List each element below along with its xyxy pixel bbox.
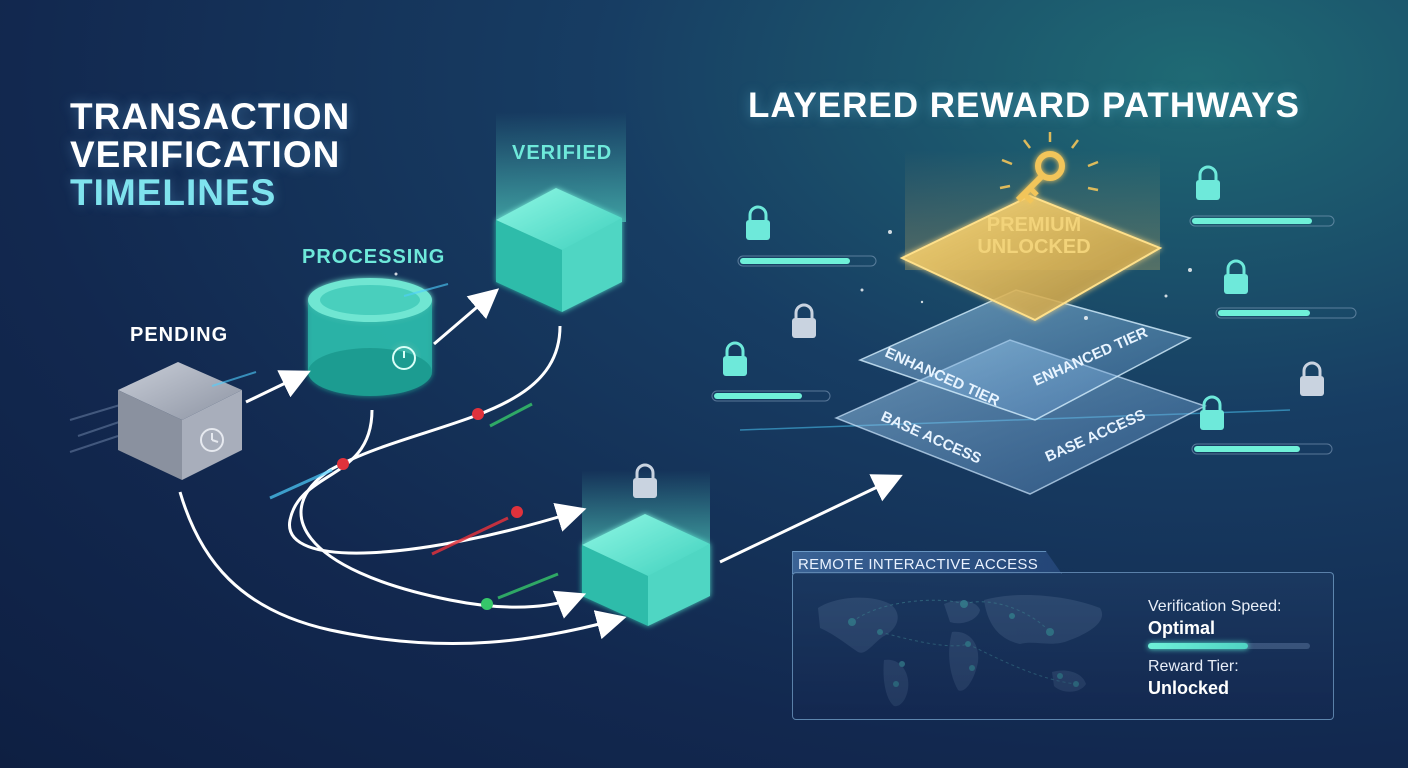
alert-icon [511, 506, 523, 518]
progress-fill [714, 393, 802, 399]
speed-bar-fill [1148, 643, 1249, 649]
speed-bar [1148, 643, 1310, 649]
title-line-1: TRANSACTION [70, 96, 351, 137]
sparkles [394, 230, 1192, 320]
processing-cylinder [308, 278, 432, 396]
progress-fill [1218, 310, 1310, 316]
progress-track [737, 255, 877, 267]
progress-track [1189, 215, 1335, 227]
lock-icon [792, 303, 816, 338]
progress-fill [1194, 446, 1300, 452]
processing-label: PROCESSING [302, 246, 446, 268]
progress-fill [1192, 218, 1312, 224]
lock-icon [1200, 395, 1224, 430]
speed-value: Optimal [1148, 618, 1216, 638]
alert-icon [481, 598, 493, 610]
speed-label: Verification Speed: [1148, 598, 1282, 615]
key-icon [1015, 151, 1065, 204]
reward-title: LAYERED REWARD PATHWAYS [748, 86, 1300, 125]
speed-streaks [69, 404, 126, 453]
title-line-3: TIMELINES [70, 172, 277, 213]
clock-icon [200, 428, 224, 452]
title-line-2: VERIFICATION [70, 134, 341, 175]
lock-icon [746, 205, 770, 240]
reward-tier-value: Unlocked [1148, 678, 1230, 698]
lock-icon [1300, 361, 1324, 396]
pending-label: PENDING [130, 324, 229, 346]
premium-layer [899, 194, 1163, 322]
remote-access-panel [792, 572, 1334, 720]
lock-icon [723, 341, 747, 376]
panel-title: REMOTE INTERACTIVE ACCESS [798, 556, 1039, 573]
alert-icon [337, 458, 349, 470]
key-rays [999, 132, 1099, 192]
enhanced-tier-layer [857, 289, 1193, 421]
progress-track [711, 390, 831, 402]
gateway-cube [582, 514, 710, 626]
reward-tier-label: Reward Tier: [1148, 658, 1239, 675]
verified-cube [496, 188, 622, 312]
pending-cube [118, 362, 242, 480]
alert-icon [472, 408, 484, 420]
timeline-title: TRANSACTION VERIFICATION TIMELINES [70, 98, 350, 212]
progress-track [1215, 307, 1357, 319]
progress-track [1191, 443, 1333, 455]
progress-fill [740, 258, 850, 264]
lock-icon [1224, 259, 1248, 294]
stage-arrows [245, 288, 903, 564]
verified-label: VERIFIED [512, 142, 613, 164]
lock-icon [1196, 165, 1220, 200]
lock-icon [633, 463, 657, 498]
alert-streaks [211, 283, 559, 610]
tier-stack [834, 194, 1207, 495]
clock-icon [392, 346, 416, 370]
